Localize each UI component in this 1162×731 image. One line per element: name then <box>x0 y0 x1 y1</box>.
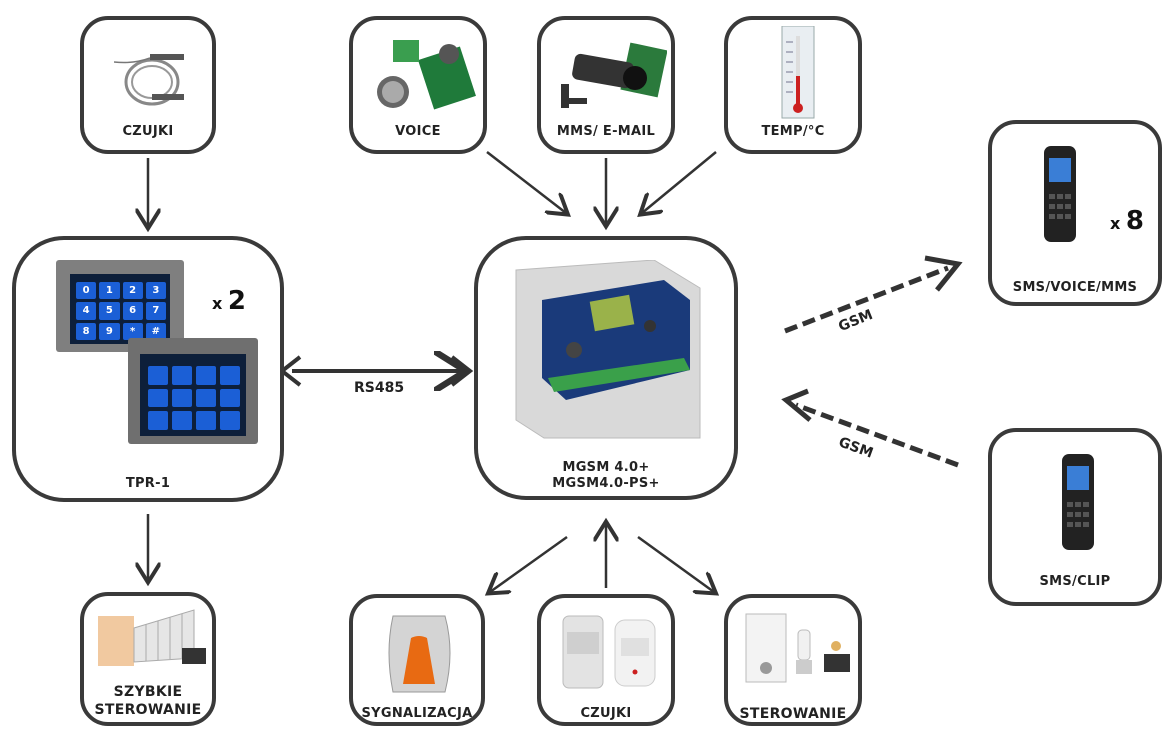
node-temp: TEMP/°C <box>724 16 862 154</box>
szybkie-label-1: SZYBKIE <box>113 684 183 700</box>
mgsm-label-1: MGSM 4.0+ <box>562 460 650 475</box>
siren-icon <box>388 615 451 693</box>
mms-label: MMS/ E-MAIL <box>556 124 656 139</box>
node-mms: MMS/ E-MAIL <box>537 16 675 154</box>
mobile-phone-icon <box>1062 454 1094 550</box>
arrow-temp-to-mgsm <box>642 151 717 213</box>
keypad-key: 4 <box>76 302 97 320</box>
keypad-front-icon <box>128 338 258 444</box>
arrow-voice-to-mgsm <box>486 151 566 213</box>
keypad-key: 7 <box>145 302 166 320</box>
keypad-key: 8 <box>76 322 97 340</box>
arrow-mgsm-to-sterowanie <box>637 535 714 592</box>
appliances-icon <box>745 613 850 683</box>
node-sygnalizacja: SYGNALIZACJA <box>349 594 485 726</box>
rs485-label: RS485 <box>354 380 405 396</box>
keypad-key: 5 <box>99 302 120 320</box>
keypad-function-icon <box>172 388 192 408</box>
node-czujki-top: CZUJKI <box>80 16 216 154</box>
keypad-function-icon <box>220 366 240 385</box>
keypad-function-icon <box>172 366 192 385</box>
tpr-label: TPR-1 <box>125 476 171 491</box>
arrow-gsm-out <box>784 265 949 334</box>
node-czujki-bottom: CZUJKI <box>537 594 675 726</box>
keypad-function-icon <box>196 388 216 408</box>
motion-detector-icon <box>562 615 656 689</box>
keypad-function-icon <box>220 411 240 430</box>
node-sterowanie: STEROWANIE <box>724 594 862 726</box>
keypad-function-icon <box>196 366 216 385</box>
voice-module-icon <box>377 40 476 110</box>
mgsm-label-2: MGSM4.0-PS+ <box>552 476 660 491</box>
czujki-bottom-label: CZUJKI <box>580 706 632 721</box>
keypad-icon-grid <box>148 366 240 430</box>
sms-voice-mms-label: SMS/VOICE/MMS <box>1012 280 1138 295</box>
keypad-key: 9 <box>99 322 120 340</box>
voice-label: VOICE <box>395 124 441 139</box>
node-szybkie: SZYBKIE STEROWANIE <box>80 592 216 726</box>
keypad-key: 2 <box>122 282 143 300</box>
camera-icon <box>561 42 667 108</box>
sterowanie-label: STEROWANIE <box>739 706 847 722</box>
keypad-function-icon <box>148 411 168 430</box>
node-sms-clip: SMS/CLIP <box>988 428 1162 606</box>
mobile-phone-icon <box>1044 146 1076 242</box>
keypad-key: # <box>145 322 166 340</box>
temp-label: TEMP/°C <box>761 124 825 139</box>
node-voice: VOICE <box>349 16 487 154</box>
keypad-function-icon <box>220 388 240 408</box>
arrow-mgsm-to-sygnalizacja <box>490 535 568 592</box>
keypad-key: 0 <box>76 282 97 300</box>
sms-clip-label: SMS/CLIP <box>1039 574 1111 589</box>
keypad-key: 3 <box>145 282 166 300</box>
keypad-function-icon <box>148 388 168 408</box>
gate-icon <box>98 609 206 666</box>
keypad-key: 6 <box>122 302 143 320</box>
arrow-gsm-in <box>795 402 959 468</box>
keypad-function-icon <box>148 366 168 385</box>
phones-multiplier: x 8 <box>1110 206 1144 236</box>
control-board-icon <box>515 260 701 439</box>
keypad-key: 1 <box>99 282 120 300</box>
sygnalizacja-label: SYGNALIZACJA <box>361 706 473 721</box>
thermometer-icon <box>781 26 815 119</box>
tpr-multiplier: x 2 <box>212 286 246 316</box>
szybkie-label-2: STEROWANIE <box>94 702 202 718</box>
contact-sensor-icon <box>114 54 184 106</box>
keypad-function-icon <box>196 411 216 430</box>
node-mgsm: MGSM 4.0+ MGSM4.0-PS+ <box>474 236 738 500</box>
keypad-key: * <box>122 322 143 340</box>
czujki-top-label: CZUJKI <box>122 124 174 139</box>
keypad-function-icon <box>172 411 192 430</box>
node-sms-voice-mms: x 8 SMS/VOICE/MMS <box>988 120 1162 306</box>
